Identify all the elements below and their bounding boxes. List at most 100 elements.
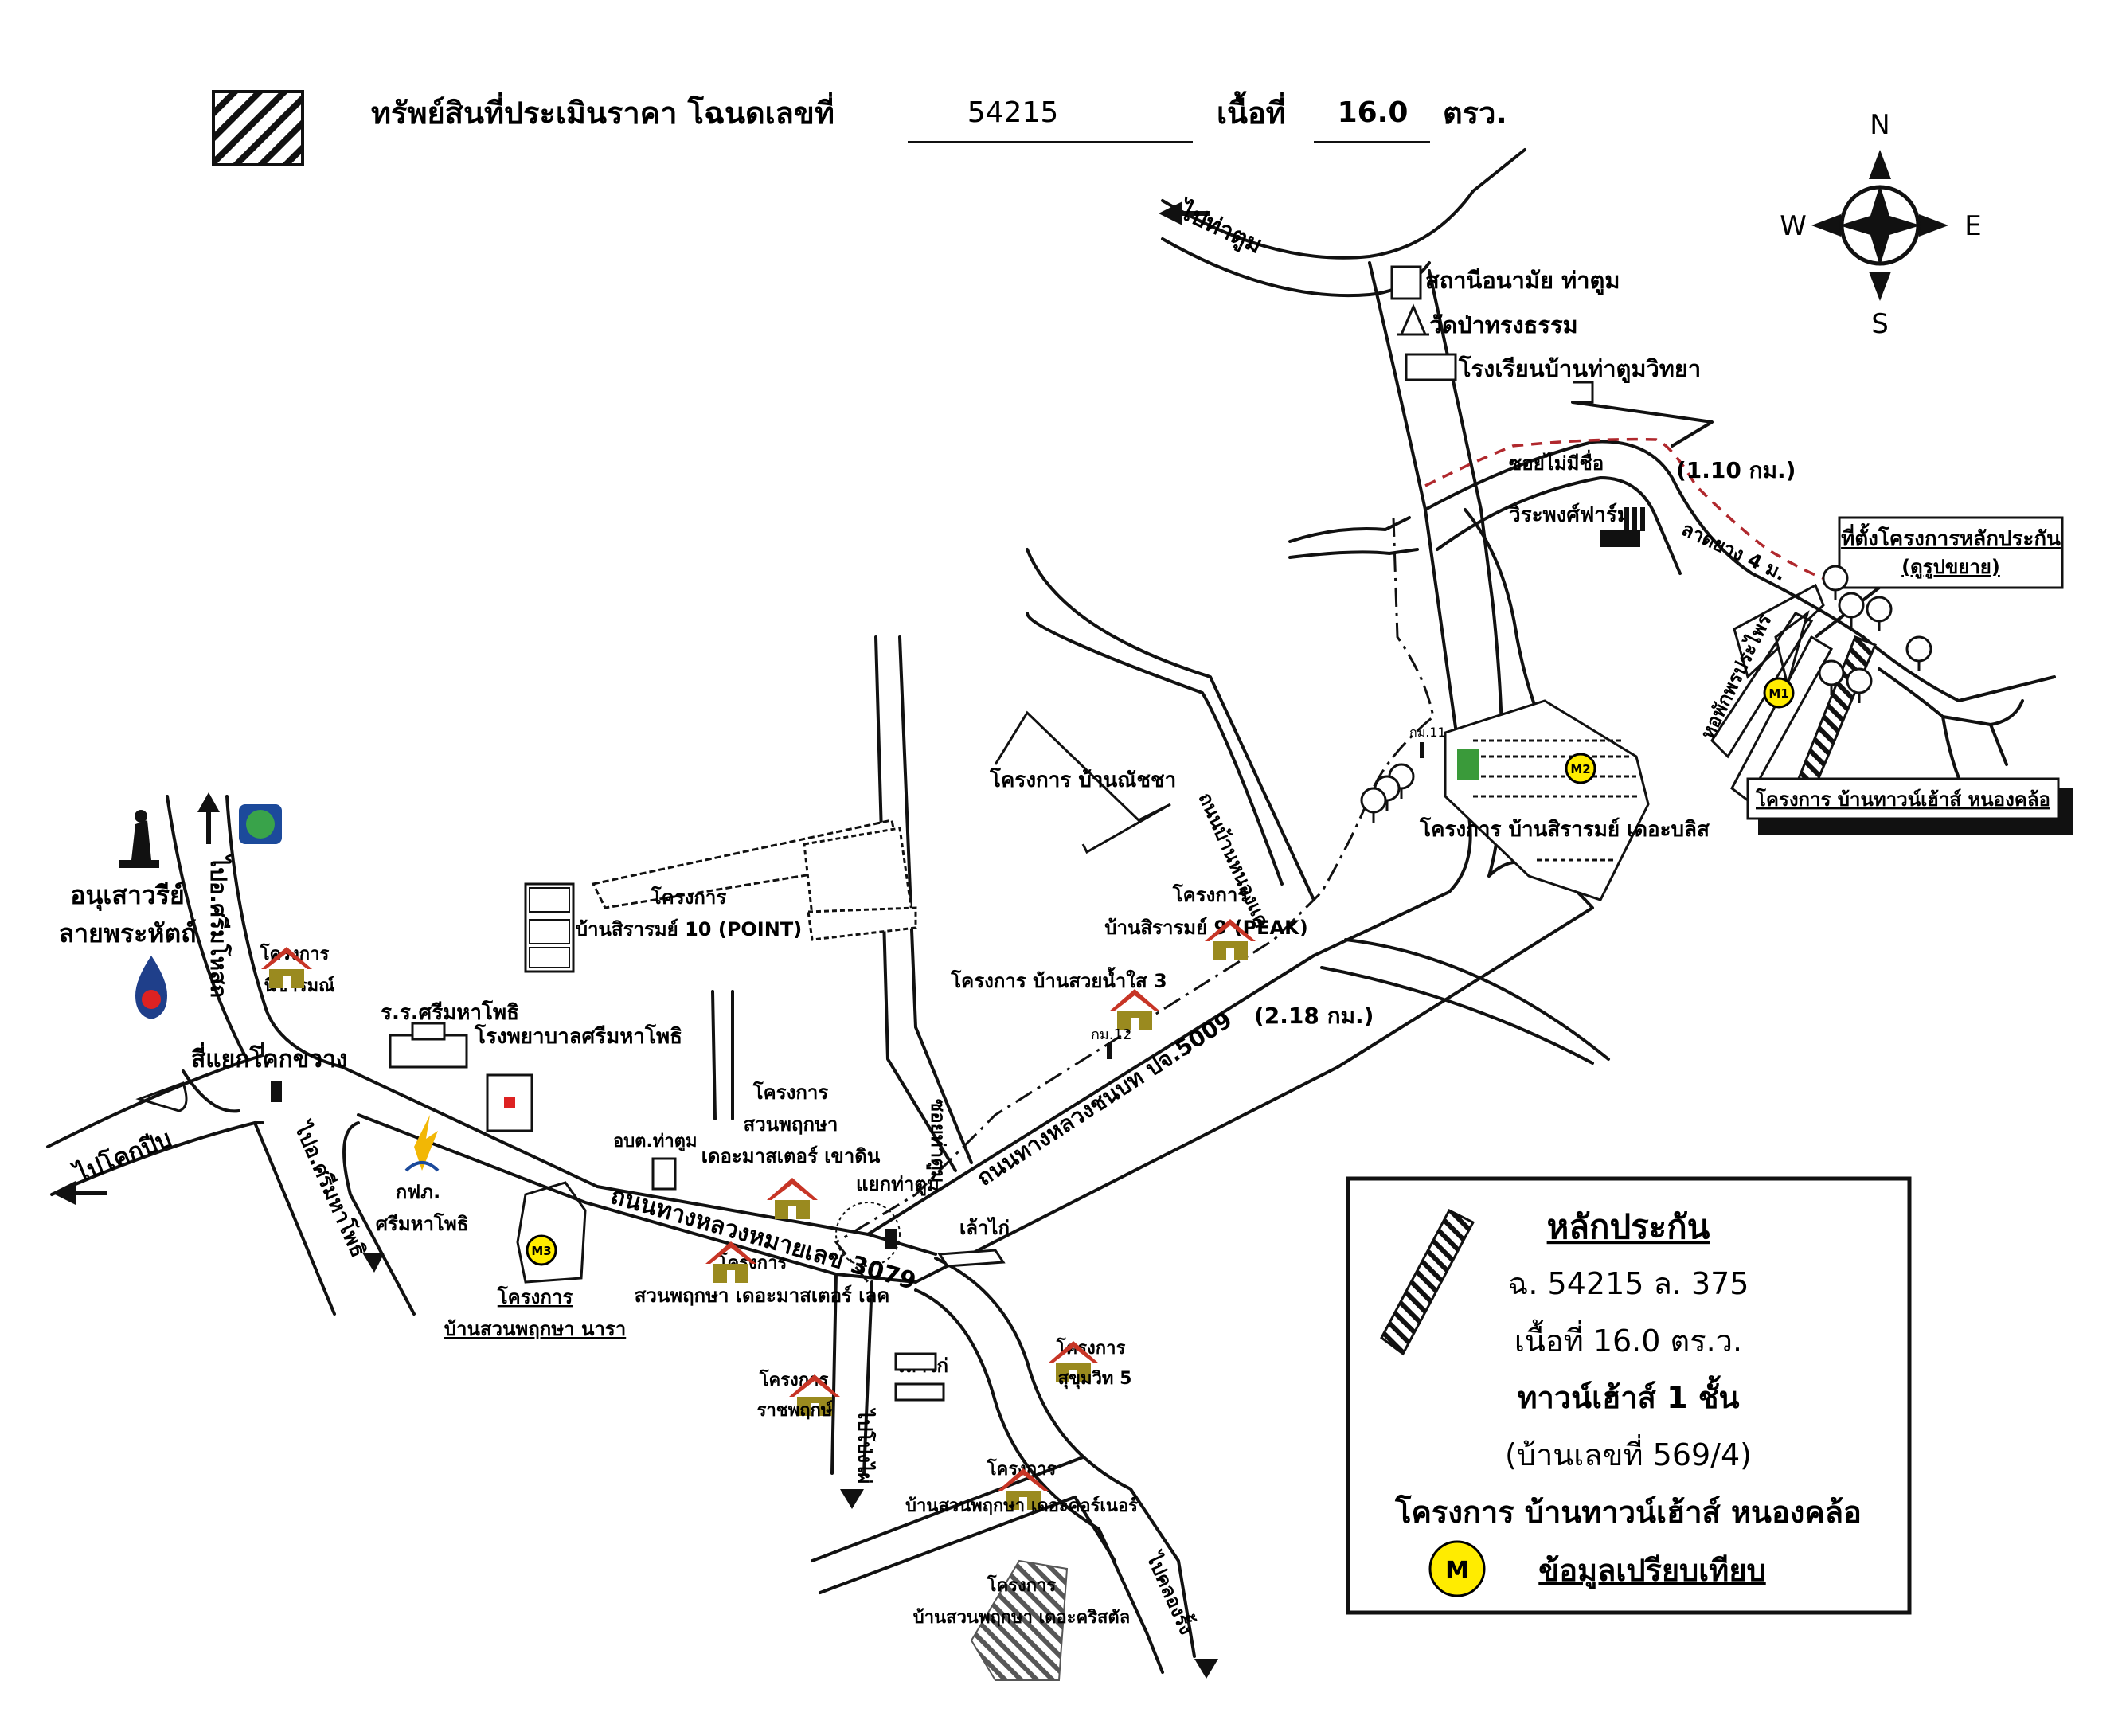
collateral-site-1: ที่ตั้งโครงการหลักประกัน [1841,522,2061,551]
project-suan-c: เดอะมาสเตอร์ เขาดิน [701,1145,881,1167]
school-srimahaphot-icon [389,1022,468,1069]
deed-number: 54215 [967,96,1059,129]
hatch-legend-swatch [212,90,304,166]
chicken-farm-1: เล้าไก่ [959,1216,1010,1239]
compass-e: E [1964,210,1981,242]
project-siraram-bliss: โครงการ บ้านสิรารมย์ เดอะบลิส [1419,816,1710,842]
marker-m2 [1565,753,1596,784]
legend-comparison: ข้อมูลเปรียบเทียบ [1538,1553,1765,1589]
townhouse-project-label: โครงการ บ้านทาวน์เฮ้าส์ หนองคล้อ [1746,777,2073,835]
project-crystal-block [970,1559,1069,1681]
collateral-site-callout: ที่ตั้งโครงการหลักประกัน (ดูรูปขยาย) [1814,516,2064,639]
project-siraram-bliss-block: M2 [1444,699,1650,901]
marker-m2-label: M2 [1570,762,1590,776]
compass-s: S [1871,308,1889,340]
traffic-light-icon [271,1081,282,1102]
school: โรงเรียนบ้านท่าตูมวิทยา [1458,354,1701,383]
compass-n: N [1870,109,1889,141]
road-network [46,148,2056,1674]
area-value: 16.0 [1338,96,1409,129]
monument-a: อนุเสาวรีย์ [70,880,184,912]
legend-box: หลักประกัน ฉ. 54215 ล. 375 เนื้อที่ 16.0… [1346,1176,1912,1615]
to-khok-pip: ไปโคกปีบ [68,1124,175,1190]
farm: วิระพงศ์ฟาร์ม [1509,502,1631,527]
header: ทรัพย์สินที่ประเมินราคา โฉนดเลขที่ 54215… [212,90,1507,166]
project-natcha-outline [994,710,1171,854]
road-ban-nong-khae: ถนนบ้านหนองแค [1194,789,1274,931]
legend-line5: โครงการ บ้านทาวน์เฮ้าส์ หนองคล้อ [1394,1494,1862,1530]
to-khlong-rang: ไปคลองรั้ง [1141,1546,1202,1638]
project-suan-lake-b: สวนพฤกษา เดอะมาสเตอร์ เลค [635,1284,890,1307]
to-si-maha-phot: ไปอ.ศรีมหาโพธิ [288,1116,371,1261]
compass-rose: N S W E [1780,109,1982,340]
project-crystal-b: บ้านสวนพฤกษา เดอะคริสตัล [913,1608,1130,1628]
to-sri-mahosot: ไปอ.ศรีมโหสถ [205,854,233,998]
project-corner-b: บ้านสวนพฤกษา เดอะคอร์เนอร์ [905,1496,1138,1516]
km12: กม.12 [1091,1026,1131,1043]
legend-hatch-icon [1380,1209,1475,1356]
to-pong-phai: ไปโป่งไผ่ [854,1407,877,1484]
landmark-list: สถานีอนามัย ท่าตูม วัดป่าทรงธรรม โรงเรีย… [1390,265,1701,383]
factory-icon [1600,507,1645,547]
legend-line2: เนื้อที่ 16.0 ตร.ว. [1514,1319,1742,1359]
chicken-farm-1-icon [937,1249,1006,1268]
project-nara-a: โครงการ [497,1285,573,1308]
hospital: โรงพยาบาลศรีมหาโพธิ [474,1023,682,1049]
road-3079: ถนนทางหลวงหมายเลข 3079 [608,1182,919,1296]
chicken-farm-2-icon [894,1352,945,1402]
header-legend-text: ทรัพย์สินที่ประเมินราคา โฉนดเลขที่ [371,92,834,131]
pea-b: ศรีมหาโพธิ [376,1212,469,1235]
legend-marker-label: M [1445,1557,1469,1585]
km11: กม.11 [1409,725,1446,740]
health-station-icon [1390,265,1422,300]
pea-a: กฟภ. [396,1181,440,1203]
project-siraram9-a: โครงการ [1172,883,1249,906]
collateral-site-2: (ดูรูปขยาย) [1901,556,2000,579]
distance-218: (2.18 กม.) [1254,1003,1374,1029]
school-icon [1405,353,1457,381]
temple: วัดป่าทรงธรรม [1429,311,1578,338]
legend-title: หลักประกัน [1547,1207,1710,1246]
school-srimahaphot: ร.ร.ศรีมหาโพธิ [381,999,519,1025]
project-siraram10-a: โครงการ [651,886,727,909]
hospital-icon [486,1073,533,1132]
intersection-khok-khwang: สี่แยกโคกขวาง [191,1042,348,1073]
project-siraram10-block [524,819,917,973]
soi-no-name: ซอยไม่มีชื่อ [1509,449,1604,475]
monument-icon [119,810,159,868]
dormitory: หอพักพรประไพร [1695,610,1776,743]
soi-tha-tum: ซอยท่าตูม [926,1099,949,1183]
project-ratchaphruek-b: ราชพฤกษ์ [757,1400,833,1421]
direction-arrows [52,201,1218,1679]
health-station: สถานีอนามัย ท่าตูม [1425,267,1620,295]
project-natcha: โครงการ บ้านณัชชา [989,767,1176,792]
monument-b: ลายพระหัตถ์ [58,918,196,948]
project-siraram10-b: บ้านสิรารมย์ 10 (POINT) [576,918,802,940]
intersection-tha-tum: แยกท่าตูม [856,1173,940,1196]
legend-line1: ฉ. 54215 ล. 375 [1508,1266,1749,1301]
distance-110: (1.10 กม.) [1676,457,1796,483]
project-nara-block: M3 [516,1181,587,1284]
collateral-project-block: หอพักพรประไพร M1 [1695,565,1932,807]
marker-m3-label: M3 [531,1244,551,1258]
project-townhouse: โครงการ บ้านทาวน์เฮ้าส์ หนองคล้อ [1755,788,2050,811]
marker-m1 [1763,677,1795,709]
project-suan-a: โครงการ [752,1081,829,1104]
ptt-logo-icon [135,956,167,1019]
project-sukhumvit5-b: สุขุมวิท 5 [1058,1369,1132,1390]
project-suai-nam-sai: โครงการ บ้านสวยน้ำใส 3 [950,966,1167,992]
office-icon [651,1157,677,1191]
project-corner-a: โครงการ [987,1458,1057,1480]
legend-line3: ทาวน์เฮ้าส์ 1 ชั้น [1517,1375,1739,1415]
traffic-light-2-icon [885,1229,897,1249]
temple-icon [1397,303,1429,336]
legend-marker [1428,1540,1486,1597]
project-suan-b: สวนพฤกษา [744,1113,838,1136]
project-siraram9-b: บ้านสิรารมย์ 9 (PEAK) [1104,917,1307,939]
area-label: เนื้อที่ [1217,91,1286,131]
project-crystal-a: โครงการ [987,1574,1057,1596]
compass-w: W [1780,210,1807,242]
project-nara-b: บ้านสวนพฤกษา นารา [444,1318,626,1340]
marker-m1-label: M1 [1768,686,1788,701]
